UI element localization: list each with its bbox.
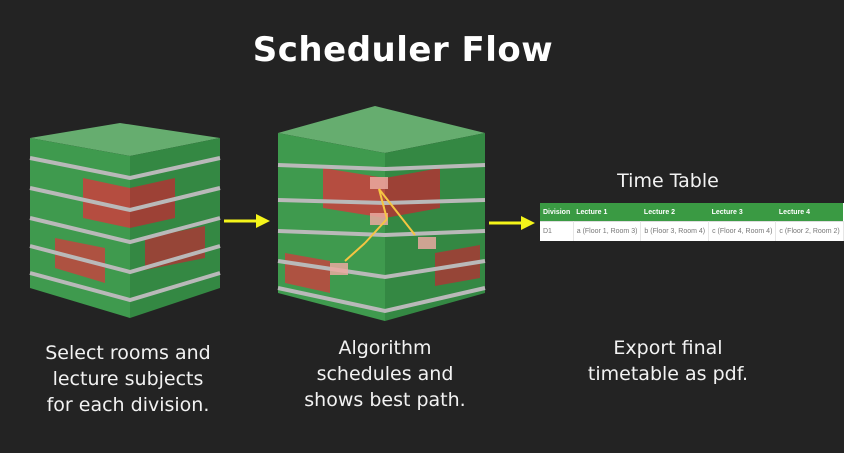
caption-line: timetable as pdf. — [587, 363, 749, 385]
timetable-cell: a (Floor 1, Room 3) — [573, 221, 642, 241]
caption-line: shows best path. — [304, 389, 466, 411]
timetable-cell: D1 — [540, 221, 574, 241]
caption-line: Select rooms and — [45, 342, 211, 364]
caption-line: lecture subjects — [52, 368, 204, 390]
timetable-header-cell: Lecture 2 — [640, 203, 709, 222]
step-3-caption: Export final timetable as pdf. — [548, 335, 788, 387]
timetable-header-row: Division Lecture 1 Lecture 2 Lecture 3 L… — [540, 203, 844, 222]
timetable-cell: b (Floor 3, Room 4) — [640, 221, 710, 241]
building-cube-2 — [277, 106, 486, 321]
timetable-title: Time Table — [617, 170, 719, 192]
timetable-header-cell: Lecture 1 — [573, 203, 641, 222]
timetable-cell: c (Floor 2, Room 2) — [775, 221, 844, 241]
caption-line: Export final — [613, 337, 723, 359]
arrow-right-icon — [224, 214, 270, 228]
timetable-header-cell: Lecture 3 — [708, 203, 776, 222]
arrow-right-icon — [489, 216, 535, 230]
table-row: D1 a (Floor 1, Room 3) b (Floor 3, Room … — [540, 221, 844, 241]
timetable-header-cell: Division — [540, 203, 574, 222]
caption-line: schedules and — [316, 363, 454, 385]
building-cube-1 — [29, 123, 221, 318]
step-1-caption: Select rooms and lecture subjects for ea… — [8, 340, 248, 418]
page-title: Scheduler Flow — [252, 30, 554, 70]
timetable-header-cell: Lecture 4 — [775, 203, 844, 222]
timetable-cell: c (Floor 4, Room 4) — [708, 221, 777, 241]
caption-line: for each division. — [46, 394, 210, 416]
step-2-caption: Algorithm schedules and shows best path. — [265, 335, 505, 413]
timetable: Division Lecture 1 Lecture 2 Lecture 3 L… — [540, 203, 844, 241]
caption-line: Algorithm — [338, 337, 432, 359]
